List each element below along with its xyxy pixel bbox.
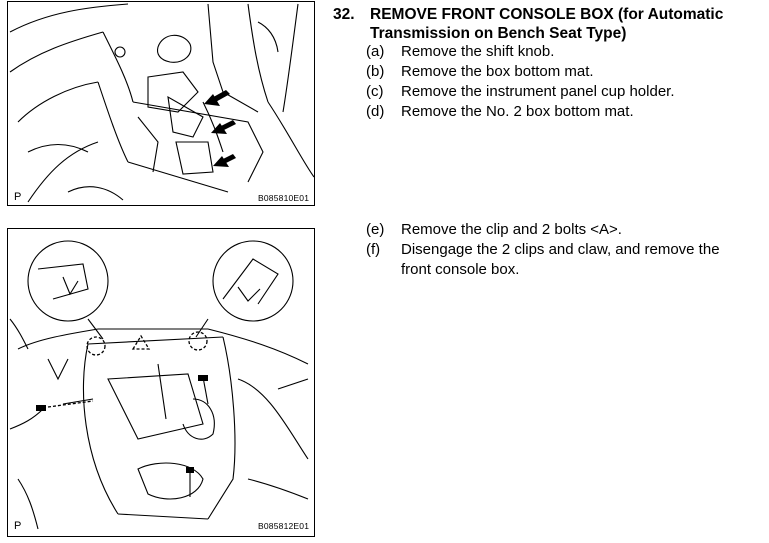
illustration-shift-knob-removal: P B085810E01 [7, 1, 315, 206]
substep-text: Remove the box bottom mat. [401, 63, 594, 80]
figure-code: B085812E01 [258, 521, 310, 531]
substep-text: Remove the No. 2 box bottom mat. [401, 103, 634, 120]
figure-corner-label: P [14, 520, 22, 532]
substep-label: (d) [366, 103, 385, 120]
substep-label: (e) [366, 221, 385, 238]
substep-text-line: Disengage the 2 clips and claw, and remo… [401, 241, 720, 258]
console-box-drawing [9, 240, 309, 530]
step-title-line: REMOVE FRONT CONSOLE BOX (for Automatic [370, 6, 724, 23]
step-title-line: Transmission on Bench Seat Type) [370, 25, 627, 42]
step-number: 32. [333, 6, 355, 23]
substep-label: (c) [366, 83, 384, 100]
figure-code: B085810E01 [258, 193, 310, 203]
substep-text-line: front console box. [401, 261, 520, 278]
illustration-console-box-removal: P B085812E01 [7, 228, 315, 537]
substep-label: (b) [366, 63, 385, 80]
substep-text: Remove the clip and 2 bolts <A>. [401, 221, 622, 238]
step-title: REMOVE FRONT CONSOLE BOX (for Automatic … [370, 5, 723, 43]
substep-text: Remove the shift knob. [401, 43, 555, 60]
substep-label: (a) [366, 43, 385, 60]
substep-text: Remove the instrument panel cup holder. [401, 83, 675, 100]
substep-label: (f) [366, 241, 381, 258]
figure-corner-label: P [14, 191, 22, 203]
shift-knob-drawing [9, 3, 315, 203]
substep-text: Disengage the 2 clips and claw, and remo… [401, 240, 761, 280]
